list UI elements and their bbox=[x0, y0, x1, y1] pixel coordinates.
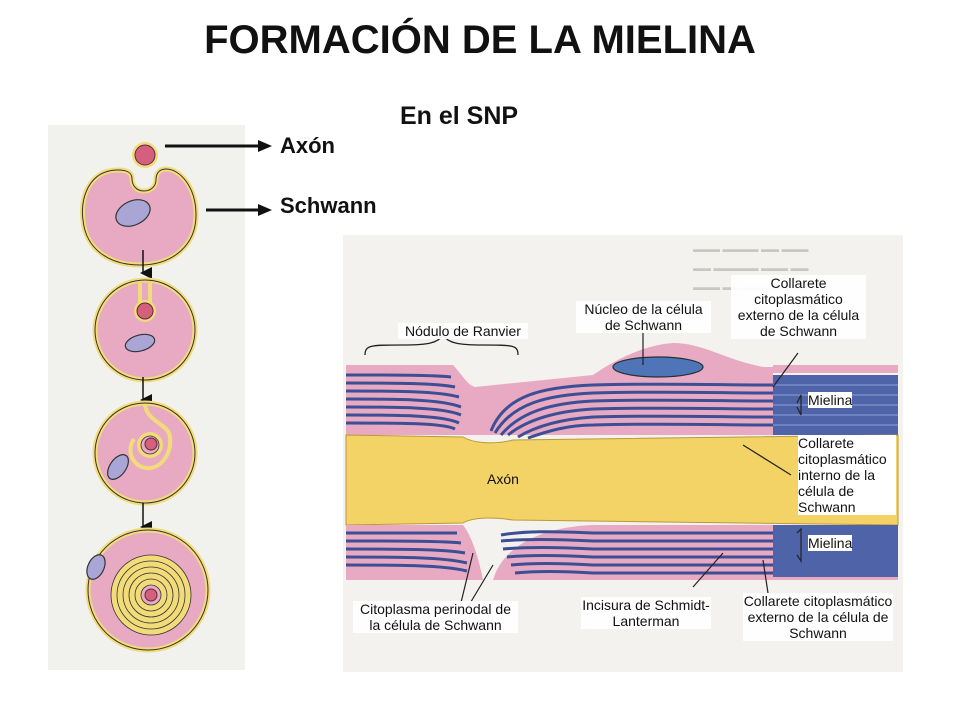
stage-1 bbox=[79, 142, 199, 268]
axon-callout-label: Axón bbox=[280, 133, 335, 158]
label-axon-center: Axón bbox=[487, 471, 519, 487]
label-mielina-bottom: Mielina bbox=[808, 535, 853, 551]
myelination-stages-illustration bbox=[79, 142, 211, 653]
label-nucleo-schwann: Núcleo de la célula de Schwann bbox=[576, 301, 711, 333]
page-subtitle: En el SNP bbox=[400, 102, 519, 130]
longitudinal-section-illustration bbox=[345, 333, 899, 616]
page-title: FORMACIÓN DE LA MIELINA bbox=[204, 18, 756, 62]
stage-2 bbox=[92, 277, 198, 383]
schwann-nucleus bbox=[612, 356, 704, 378]
label-incisura-schmidt-lanterman: Incisura de Schmidt-Lanterman bbox=[581, 597, 711, 629]
stage-3 bbox=[92, 400, 198, 506]
myelination-stages-panel bbox=[48, 125, 245, 670]
label-collarete-externo-top: Collarete citoplasmático externo de la c… bbox=[731, 275, 866, 339]
top-myelin-lamellae bbox=[345, 373, 774, 440]
label-collarete-externo-bottom: Collarete citoplasmático externo de la c… bbox=[743, 593, 893, 641]
label-citoplasma-perinodal: Citoplasma perinodal de la célula de Sch… bbox=[353, 601, 518, 633]
node-of-ranvier-diagram: ▬▬▬ ▬▬▬▬ ▬▬ ▬▬▬▬▬ ▬▬▬▬▬ ▬▬▬ ▬▬▬▬▬ ▬▬ ▬▬▬… bbox=[343, 235, 903, 672]
stage-4 bbox=[85, 527, 211, 653]
bottom-myelin-lamellae bbox=[345, 530, 898, 575]
label-collarete-interno: Collarete citoplasmático interno de la c… bbox=[798, 435, 896, 515]
schwann-callout-label: Schwann bbox=[280, 193, 377, 218]
label-mielina-top: Mielina bbox=[808, 392, 853, 408]
label-nodulo-de-ranvier: Nódulo de Ranvier bbox=[398, 323, 528, 339]
